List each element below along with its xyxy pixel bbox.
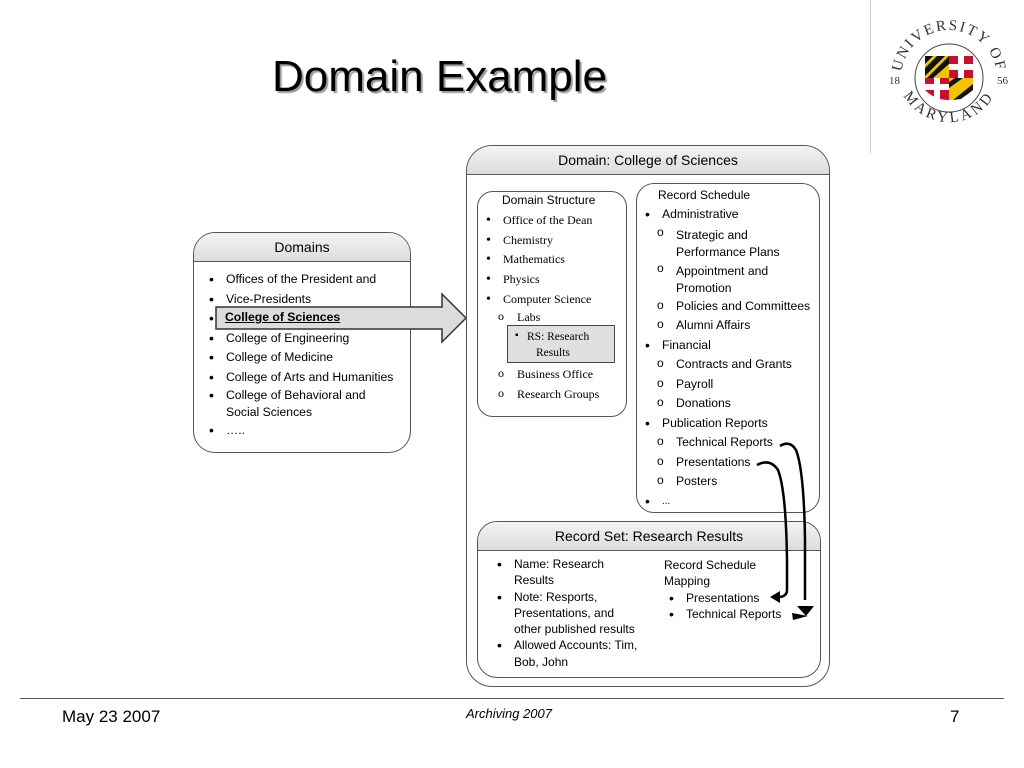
domain-structure-list: Office of the Dean Chemistry Mathematics… (486, 211, 592, 310)
record-schedule-box: Record Schedule Administrative Strategic… (636, 183, 820, 513)
mapping-title-l1: Record Schedule (664, 558, 757, 572)
record-schedule-list: Administrative Strategic and Performance… (645, 205, 810, 512)
structure-item-chemistry: Chemistry (486, 231, 592, 251)
domains-header: Domains (194, 233, 410, 262)
fin-item-payroll: Payroll (657, 374, 810, 395)
sub-item-labs: Labs (498, 307, 541, 326)
record-set-allowed-l2: Bob, John (514, 654, 569, 669)
domain-item-behavioral: College of Behavioral and (209, 387, 393, 404)
record-set-header: Record Set: Research Results (478, 522, 820, 551)
mapping-item-presentations: Presentations (669, 590, 781, 607)
admin-item-strategic: Strategic and Performance Plans (657, 224, 810, 261)
record-set-note-l2: Presentations, and (514, 605, 615, 620)
schedule-publication-reports: Publication Reports (645, 414, 810, 434)
mapping-title-l2: Mapping (664, 574, 711, 589)
domain-structure-box: Domain Structure Office of the Dean Chem… (477, 191, 627, 417)
fin-item-donations: Donations (657, 393, 810, 414)
pub-item-presentations: Presentations (657, 452, 810, 473)
college-header: Domain: College of Sciences (467, 146, 829, 175)
record-set-box: Record Set: Research Results Name: Resea… (477, 521, 821, 678)
pub-item-technical-reports: Technical Reports (657, 432, 810, 453)
schedule-more: ... (645, 492, 810, 512)
domain-item-vice-presidents: Vice-Presidents (209, 290, 393, 310)
logo-year-left: 18 (889, 75, 901, 87)
sub-item-research-groups: Research Groups (498, 383, 599, 404)
record-set-note-l3: other published results (514, 622, 635, 637)
rs-research-results-box[interactable]: RS: Research Results (507, 325, 615, 363)
fin-item-contracts: Contracts and Grants (657, 354, 810, 375)
admin-item-strategic-l2: Performance Plans (676, 244, 780, 259)
domain-structure-title: Domain Structure (502, 193, 596, 207)
admin-item-appointment: Appointment and Promotion (657, 260, 810, 297)
record-set-note: Note: Resports, Presentations, and other… (497, 589, 637, 638)
footer-page-number: 7 (950, 707, 960, 726)
record-set-name: Name: Research Results (497, 556, 637, 589)
domain-item-president: Offices of the President and (209, 270, 393, 290)
admin-item-policies: Policies and Committees (657, 296, 810, 317)
domain-item-behavioral-cont: Social Sciences (226, 405, 313, 419)
domain-item-medicine: College of Medicine (209, 348, 393, 368)
mapping-item-technical-reports: Technical Reports (669, 606, 781, 623)
mapping-list: Presentations Technical Reports (664, 590, 781, 623)
domain-item-arts-humanities: College of Arts and Humanities (209, 368, 393, 388)
footer-center: Archiving 2007 (466, 706, 552, 721)
admin-item-appointment-l1: Appointment and (676, 263, 769, 278)
schedule-administrative: Administrative (645, 205, 810, 225)
record-set-allowed: Allowed Accounts: Tim, Bob, John (497, 637, 638, 670)
slide-title: Domain Example (272, 52, 608, 101)
structure-item-mathematics: Mathematics (486, 250, 592, 270)
maryland-seal-icon: UNIVERSITY OF MARYLAND 18 56 (889, 18, 1009, 127)
domain-item-engineering: College of Engineering (209, 329, 393, 349)
logo-year-right: 56 (997, 75, 1009, 87)
footer-divider (20, 698, 1004, 699)
structure-sublist-2: Business Office Research Groups (498, 363, 599, 404)
record-schedule-title: Record Schedule (658, 188, 751, 202)
record-set-note-l1: Note: Resports, (514, 589, 598, 604)
rs-list: RS: Research Results (515, 328, 589, 361)
admin-item-strategic-l1: Strategic and (676, 227, 748, 242)
sub-item-business-office: Business Office (498, 363, 599, 384)
rs-line-1: RS: Research (515, 328, 589, 345)
computer-science-sublist: Labs (498, 307, 541, 326)
schedule-financial: Financial (645, 336, 810, 356)
admin-item-appointment-l2: Promotion (676, 280, 732, 295)
structure-item-dean: Office of the Dean (486, 211, 592, 231)
domain-item-more: ….. (209, 421, 393, 441)
rs-line-2: Results (536, 347, 570, 359)
domain-selection-arrow (215, 292, 468, 344)
footer-date: May 23 2007 (62, 707, 161, 726)
pub-item-posters: Posters (657, 471, 810, 492)
record-set-details: Name: Research Results Note: Resports, P… (497, 556, 638, 670)
record-set-name-l2: Results (514, 573, 555, 588)
structure-item-computer-science: Computer Science (486, 290, 592, 310)
university-logo: UNIVERSITY OF MARYLAND 18 56 (870, 0, 1024, 153)
college-of-sciences-highlight: College of Sciences (225, 310, 341, 324)
record-schedule-mapping: Record Schedule Mapping Presentations Te… (664, 557, 781, 622)
admin-item-alumni: Alumni Affairs (657, 315, 810, 336)
structure-item-physics: Physics (486, 270, 592, 290)
record-set-allowed-l1: Allowed Accounts: Tim, (514, 638, 638, 653)
record-set-name-l1: Name: Research (514, 557, 605, 571)
